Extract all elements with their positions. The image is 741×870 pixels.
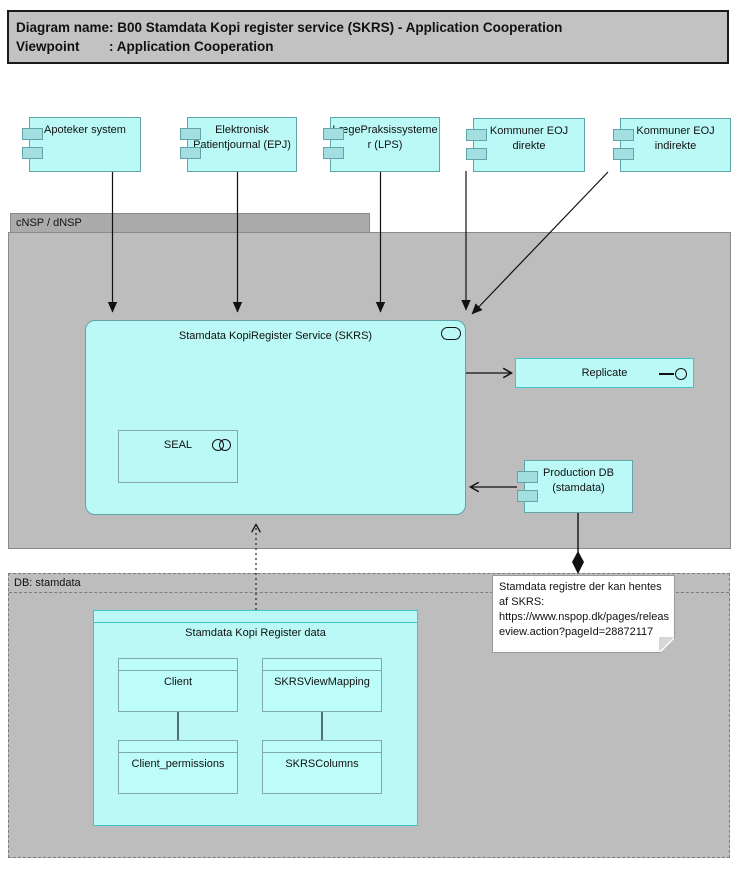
component-label: Kommuner EOJ direkte: [489, 125, 569, 152]
component-apoteker-system: Apoteker system: [22, 117, 141, 172]
title-row-diagram-name: Diagram name: B00 Stamdata Kopi register…: [16, 18, 727, 37]
title-label: Viewpoint: [16, 39, 80, 54]
replicate-service-box: Replicate: [515, 358, 694, 388]
diagram-title-bar: Diagram name: B00 Stamdata Kopi register…: [7, 10, 729, 64]
component-label: Kommuner EOJ indirekte: [636, 125, 715, 152]
component-port-icon: [22, 128, 43, 140]
note-stamdata-registre: Stamdata registre der kan hentes af SKRS…: [492, 575, 675, 653]
component-port-icon: [180, 128, 201, 140]
component-kommuner-eoj-indirekte: Kommuner EOJ indirekte: [613, 118, 731, 172]
container-cnsp-dnsp-tab: cNSP / dNSP: [10, 213, 370, 233]
title-label: Diagram name: [16, 20, 110, 35]
component-port-icon: [466, 129, 487, 141]
table-label: Client: [163, 676, 193, 688]
component-port-icon: [323, 128, 344, 140]
component-port-icon: [517, 490, 538, 502]
component-port-icon: [22, 147, 43, 159]
table-header-strip: [119, 741, 237, 753]
container-db-stamdata-label: DB: stamdata: [14, 577, 81, 589]
component-label: LægePraksissystemer (LPS): [332, 124, 438, 151]
table-header-strip: [263, 659, 381, 671]
table-skrsviewmapping: SKRSViewMapping: [262, 658, 382, 712]
service-skrs-box: Stamdata KopiRegister Service (SKRS): [85, 320, 466, 515]
seal-label: SEAL: [163, 439, 193, 451]
table-client: Client: [118, 658, 238, 712]
component-port-icon: [323, 147, 344, 159]
table-skrscolumns: SKRSColumns: [262, 740, 382, 794]
component-laegepraksissystemer: LægePraksissystemer (LPS): [323, 117, 440, 172]
table-header-strip: [119, 659, 237, 671]
title-value: : Application Cooperation: [109, 39, 274, 54]
table-label: SKRSViewMapping: [274, 676, 370, 688]
component-elektronisk-patientjournal: Elektronisk Patientjournal (EPJ): [180, 117, 297, 172]
component-label: Apoteker system: [44, 124, 126, 136]
register-data-title: Stamdata Kopi Register data: [185, 627, 326, 639]
service-skrs-label: Stamdata KopiRegister Service (SKRS): [178, 330, 373, 342]
seal-component-box: SEAL: [118, 430, 238, 483]
table-label: SKRSColumns: [285, 758, 359, 770]
component-port-icon: [517, 471, 538, 483]
interface-lollipop-icon: [659, 368, 687, 380]
register-data-header-strip: [94, 611, 417, 623]
component-label: Production DB (stamdata): [543, 467, 614, 494]
component-kommuner-eoj-direkte: Kommuner EOJ direkte: [466, 118, 585, 172]
composition-diamond-icon: [572, 551, 584, 574]
table-client-permissions: Client_permissions: [118, 740, 238, 794]
note-text: Stamdata registre der kan hentes af SKRS…: [499, 581, 669, 638]
component-port-icon: [466, 148, 487, 160]
application-service-oval-icon: [441, 327, 461, 340]
component-production-db: Production DB (stamdata): [517, 460, 633, 513]
component-port-icon: [613, 148, 634, 160]
container-db-stamdata-header: DB: stamdata: [9, 574, 729, 593]
component-port-icon: [180, 147, 201, 159]
component-label: Elektronisk Patientjournal (EPJ): [193, 124, 291, 151]
replicate-label: Replicate: [581, 367, 628, 379]
component-port-icon: [613, 129, 634, 141]
title-value: : B00 Stamdata Kopi register service (SK…: [109, 20, 563, 35]
container-cnsp-dnsp-label: cNSP / dNSP: [16, 217, 82, 229]
table-header-strip: [263, 741, 381, 753]
table-label: Client_permissions: [131, 758, 225, 770]
collaboration-circles-icon: [212, 439, 234, 452]
title-row-viewpoint: Viewpoint : Application Cooperation: [16, 37, 727, 56]
